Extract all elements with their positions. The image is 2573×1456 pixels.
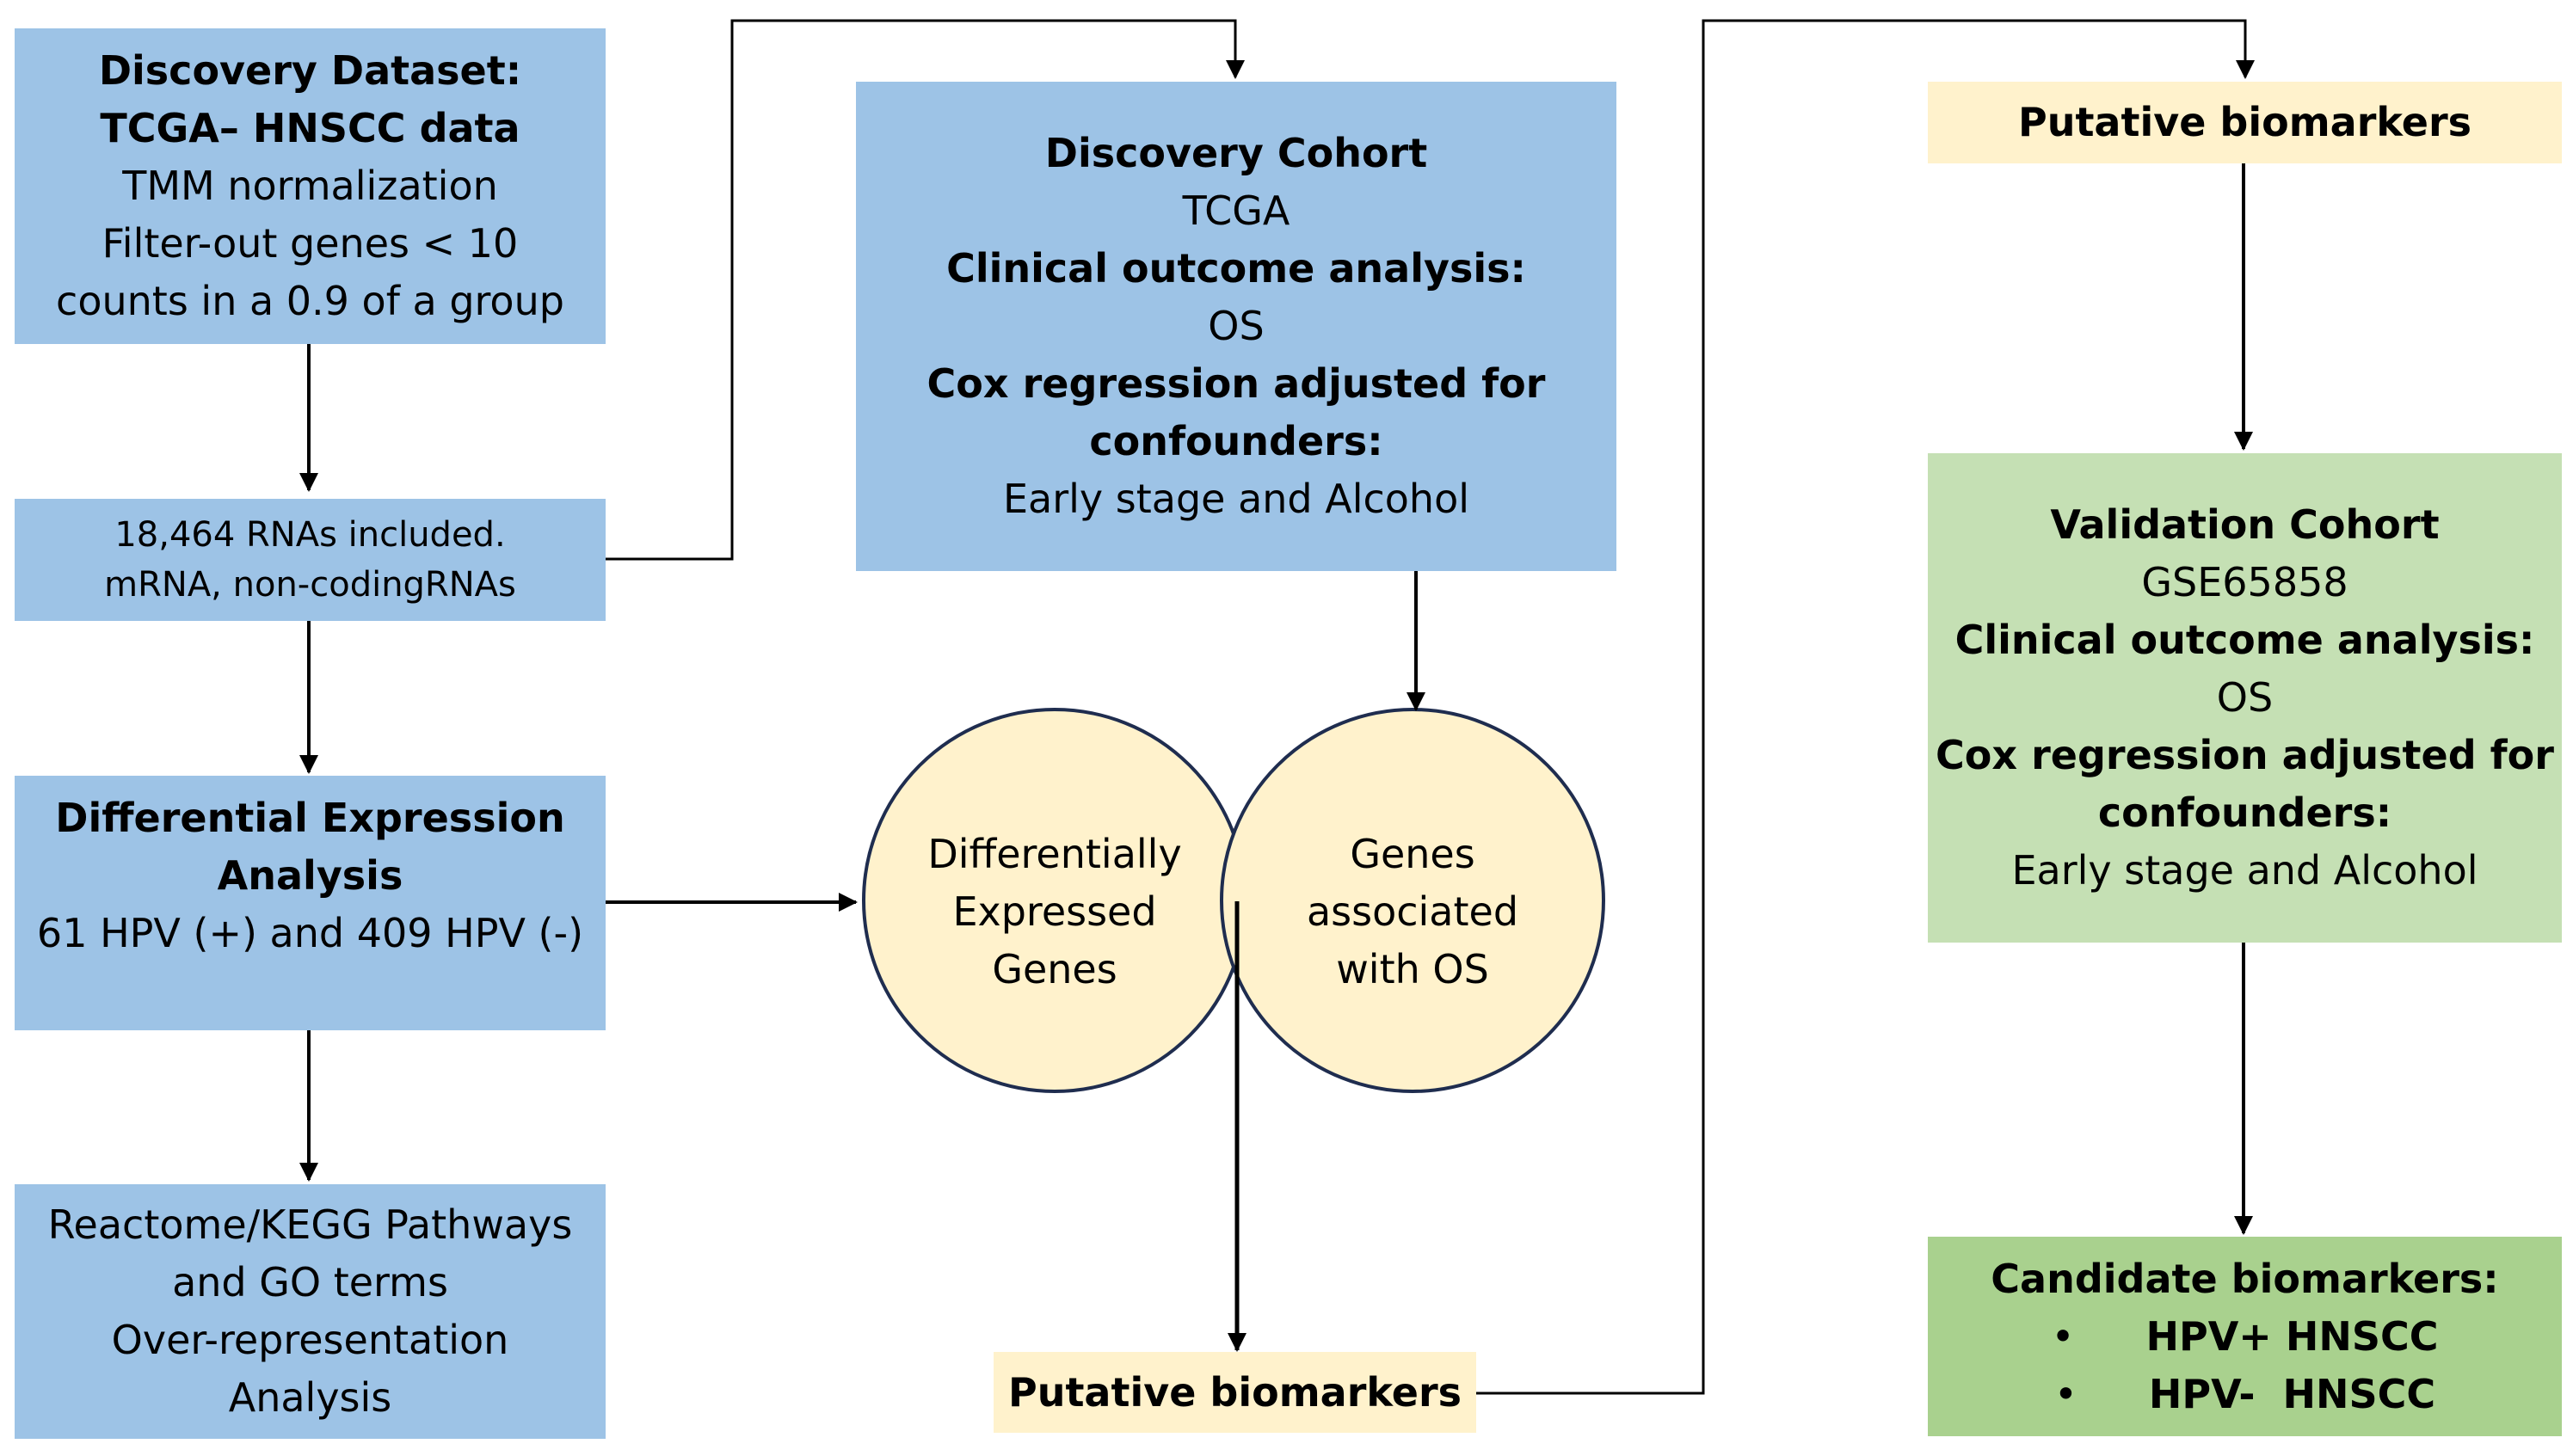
validation-cohort-line2: OS: [2216, 674, 2274, 721]
venn-right-label: Genes associated with OS: [1258, 826, 1567, 998]
discovery-cohort-line3: Early stage and Alcohol: [1002, 476, 1470, 522]
discovery-dataset-line3: counts in a 0.9 of a group: [56, 278, 564, 324]
bullet-icon: •: [2051, 1312, 2075, 1360]
putative-biomarkers-top-box: Putative biomarkers: [1928, 82, 2562, 163]
candidate-biomarkers-item: • HPV- HNSCC: [2054, 1366, 2435, 1423]
discovery-cohort-bold1: Clinical outcome analysis:: [946, 245, 1526, 292]
venn-left-line1: Differentially: [927, 831, 1182, 877]
putative-biomarkers-bottom-box: Putative biomarkers: [994, 1352, 1476, 1433]
rnas-included-line1: 18,464 RNAs included.: [114, 515, 506, 555]
venn-left-label: Differentially Expressed Genes: [900, 826, 1210, 998]
pathways-line4: Analysis: [228, 1374, 392, 1421]
differential-expression-title-2: Analysis: [217, 852, 403, 899]
venn-right-line3: with OS: [1336, 946, 1489, 992]
validation-cohort-bold2-2: confounders:: [2097, 789, 2392, 836]
candidate-biomarkers-title: Candidate biomarkers:: [1991, 1255, 2499, 1302]
discovery-dataset-box: Discovery Dataset: TCGA– HNSCC data TMM …: [15, 28, 606, 344]
rnas-included-line2: mRNA, non-codingRNAs: [104, 565, 516, 605]
validation-cohort-line3: Early stage and Alcohol: [2011, 847, 2478, 894]
candidate-biomarkers-box: Candidate biomarkers: • HPV+ HNSCC • HPV…: [1928, 1237, 2562, 1436]
discovery-dataset-line1: TMM normalization: [122, 163, 498, 209]
pathways-line3: Over-representation: [111, 1317, 509, 1363]
discovery-cohort-bold2-1: Cox regression adjusted for: [926, 360, 1546, 407]
arrow-putative-bottom-to-top: [1476, 19, 2255, 1395]
rnas-included-box: 18,464 RNAs included. mRNA, non-codingRN…: [15, 499, 606, 621]
putative-biomarkers-top-label: Putative biomarkers: [2017, 99, 2472, 145]
pathways-line1: Reactome/KEGG Pathways: [47, 1201, 573, 1248]
differential-expression-title-1: Differential Expression: [55, 795, 565, 841]
discovery-cohort-line1: TCGA: [1182, 187, 1290, 234]
discovery-dataset-line2: Filter-out genes < 10: [102, 220, 519, 267]
candidate-biomarker-label: HPV+ HNSCC: [2145, 1312, 2439, 1360]
differential-expression-box: Differential Expression Analysis 61 HPV …: [15, 776, 606, 1030]
venn-right-line1: Genes: [1350, 831, 1475, 877]
putative-biomarkers-bottom-label: Putative biomarkers: [1007, 1368, 1462, 1416]
discovery-cohort-title: Discovery Cohort: [1044, 130, 1428, 176]
venn-right-line2: associated: [1306, 888, 1519, 935]
validation-cohort-bold1: Clinical outcome analysis:: [1954, 617, 2535, 663]
differential-expression-line1: 61 HPV (+) and 409 HPV (-): [36, 910, 584, 956]
candidate-biomarkers-item: • HPV+ HNSCC: [2051, 1308, 2438, 1366]
discovery-dataset-subtitle: TCGA– HNSCC data: [100, 105, 520, 151]
pathways-box: Reactome/KEGG Pathways and GO terms Over…: [15, 1184, 606, 1439]
validation-cohort-box: Validation Cohort GSE65858 Clinical outc…: [1928, 453, 2562, 943]
candidate-biomarker-label: HPV- HNSCC: [2148, 1370, 2436, 1417]
discovery-cohort-line2: OS: [1208, 303, 1265, 349]
arrow-rnas-to-discovery-cohort: [606, 19, 1245, 561]
validation-cohort-title: Validation Cohort: [2050, 501, 2440, 548]
discovery-cohort-bold2-2: confounders:: [1089, 418, 1383, 464]
pathways-line2: and GO terms: [172, 1259, 448, 1305]
venn-left-line2: Expressed: [952, 888, 1157, 935]
discovery-cohort-box: Discovery Cohort TCGA Clinical outcome a…: [856, 82, 1616, 571]
bullet-icon: •: [2053, 1370, 2078, 1417]
venn-left-line3: Genes: [992, 946, 1117, 992]
validation-cohort-bold2-1: Cox regression adjusted for: [1936, 732, 2554, 778]
validation-cohort-line1: GSE65858: [2141, 559, 2348, 605]
discovery-dataset-title: Discovery Dataset:: [98, 47, 522, 94]
